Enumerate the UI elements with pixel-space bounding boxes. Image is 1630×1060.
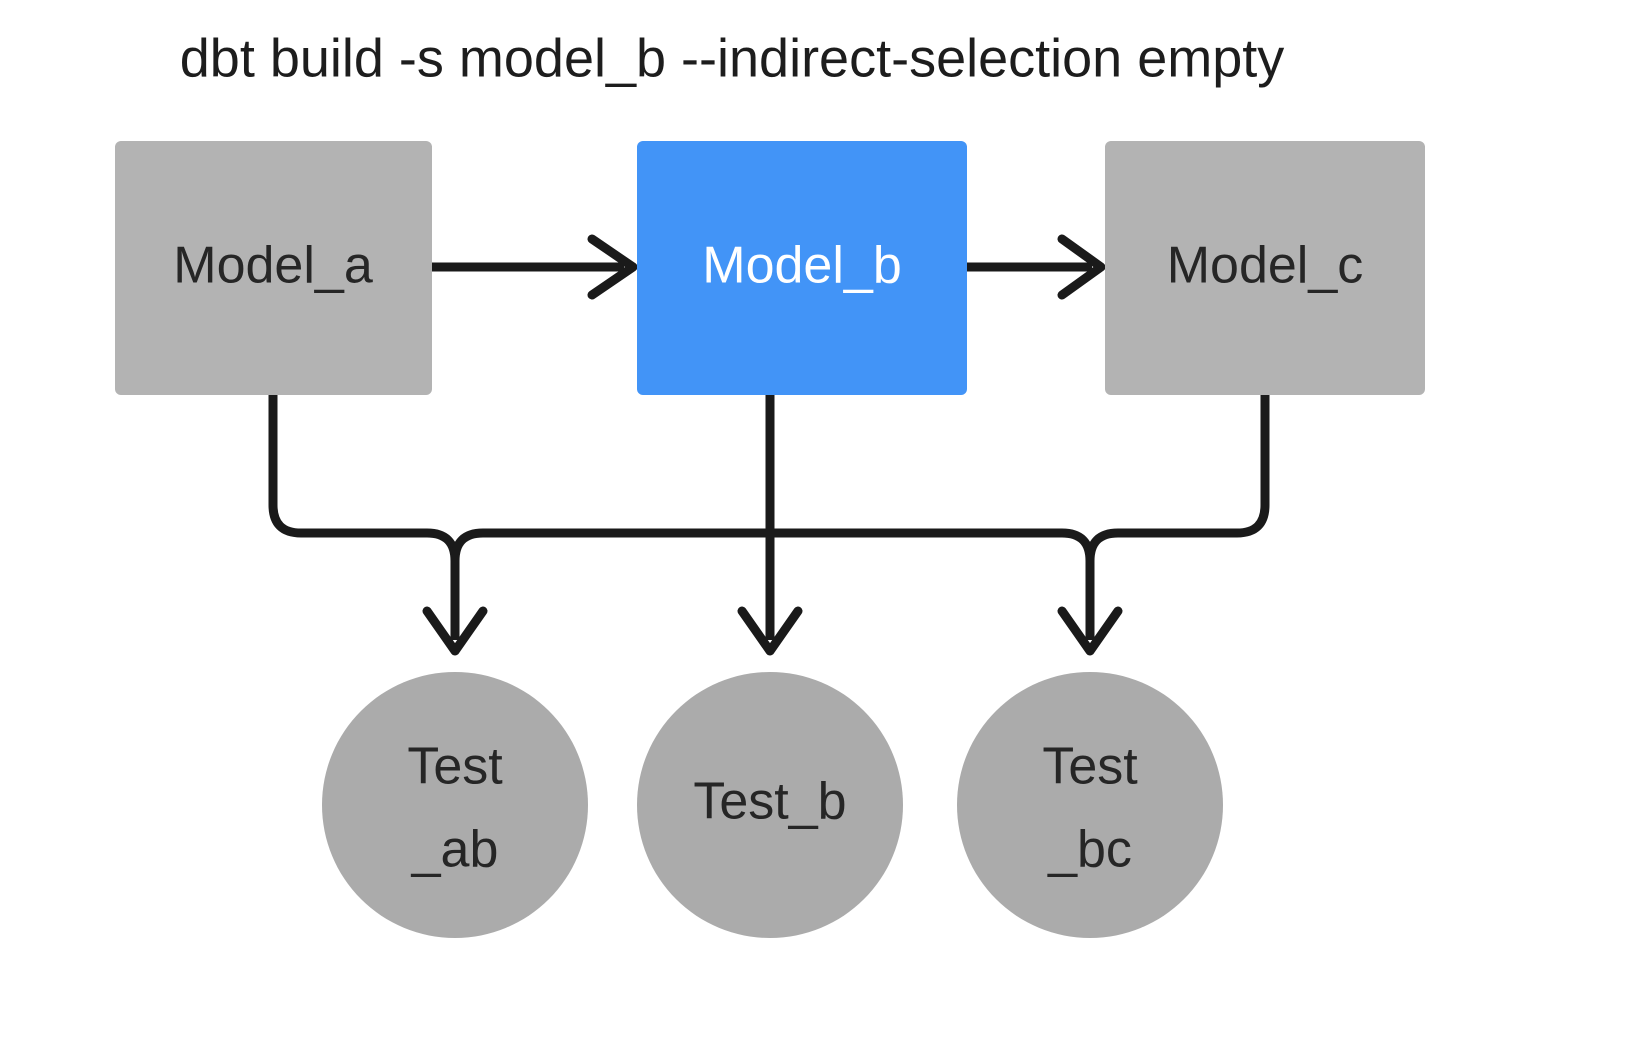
- edge-model-b-to-test-bc: [770, 528, 1095, 562]
- test-bc-shape[interactable]: [957, 672, 1223, 938]
- test-b-shape[interactable]: [637, 672, 903, 938]
- arrowhead-test-bc: [1057, 606, 1123, 656]
- node-model-c[interactable]: Model_c: [1105, 141, 1425, 395]
- model-a-shape[interactable]: [115, 141, 432, 395]
- arrowhead-test-b: [737, 606, 803, 656]
- model-c-shape[interactable]: [1105, 141, 1425, 395]
- model-c-label: Model_c: [1167, 237, 1364, 295]
- test-ab-label-line2: _ab: [411, 821, 499, 879]
- diagram-title: dbt build -s model_b --indirect-selectio…: [180, 28, 1285, 88]
- edge-model-b-to-test-ab: [450, 528, 770, 562]
- test-b-label-line1: Test_b: [693, 773, 846, 831]
- node-model-a[interactable]: Model_a: [115, 141, 432, 395]
- edge-model-a-to-test-ab: [268, 395, 460, 640]
- arrowhead-test-ab: [422, 606, 488, 656]
- test-bc-label-line1: Test: [1042, 738, 1138, 796]
- model-b-label: Model_b: [702, 237, 901, 295]
- node-test-ab[interactable]: Test _ab: [322, 672, 588, 938]
- model-b-shape[interactable]: [637, 141, 967, 395]
- node-test-bc[interactable]: Test _bc: [957, 672, 1223, 938]
- edge-model-c-to-test-bc: [1085, 395, 1270, 640]
- test-bc-label-line2: _bc: [1047, 821, 1132, 879]
- test-ab-label-line1: Test: [407, 738, 503, 796]
- model-a-label: Model_a: [173, 237, 373, 295]
- test-ab-shape[interactable]: [322, 672, 588, 938]
- edge-model-b-to-model-c: [967, 234, 1106, 300]
- edge-model-a-to-model-b: [432, 234, 638, 300]
- node-model-b[interactable]: Model_b: [637, 141, 967, 395]
- node-test-b[interactable]: Test_b: [637, 672, 903, 938]
